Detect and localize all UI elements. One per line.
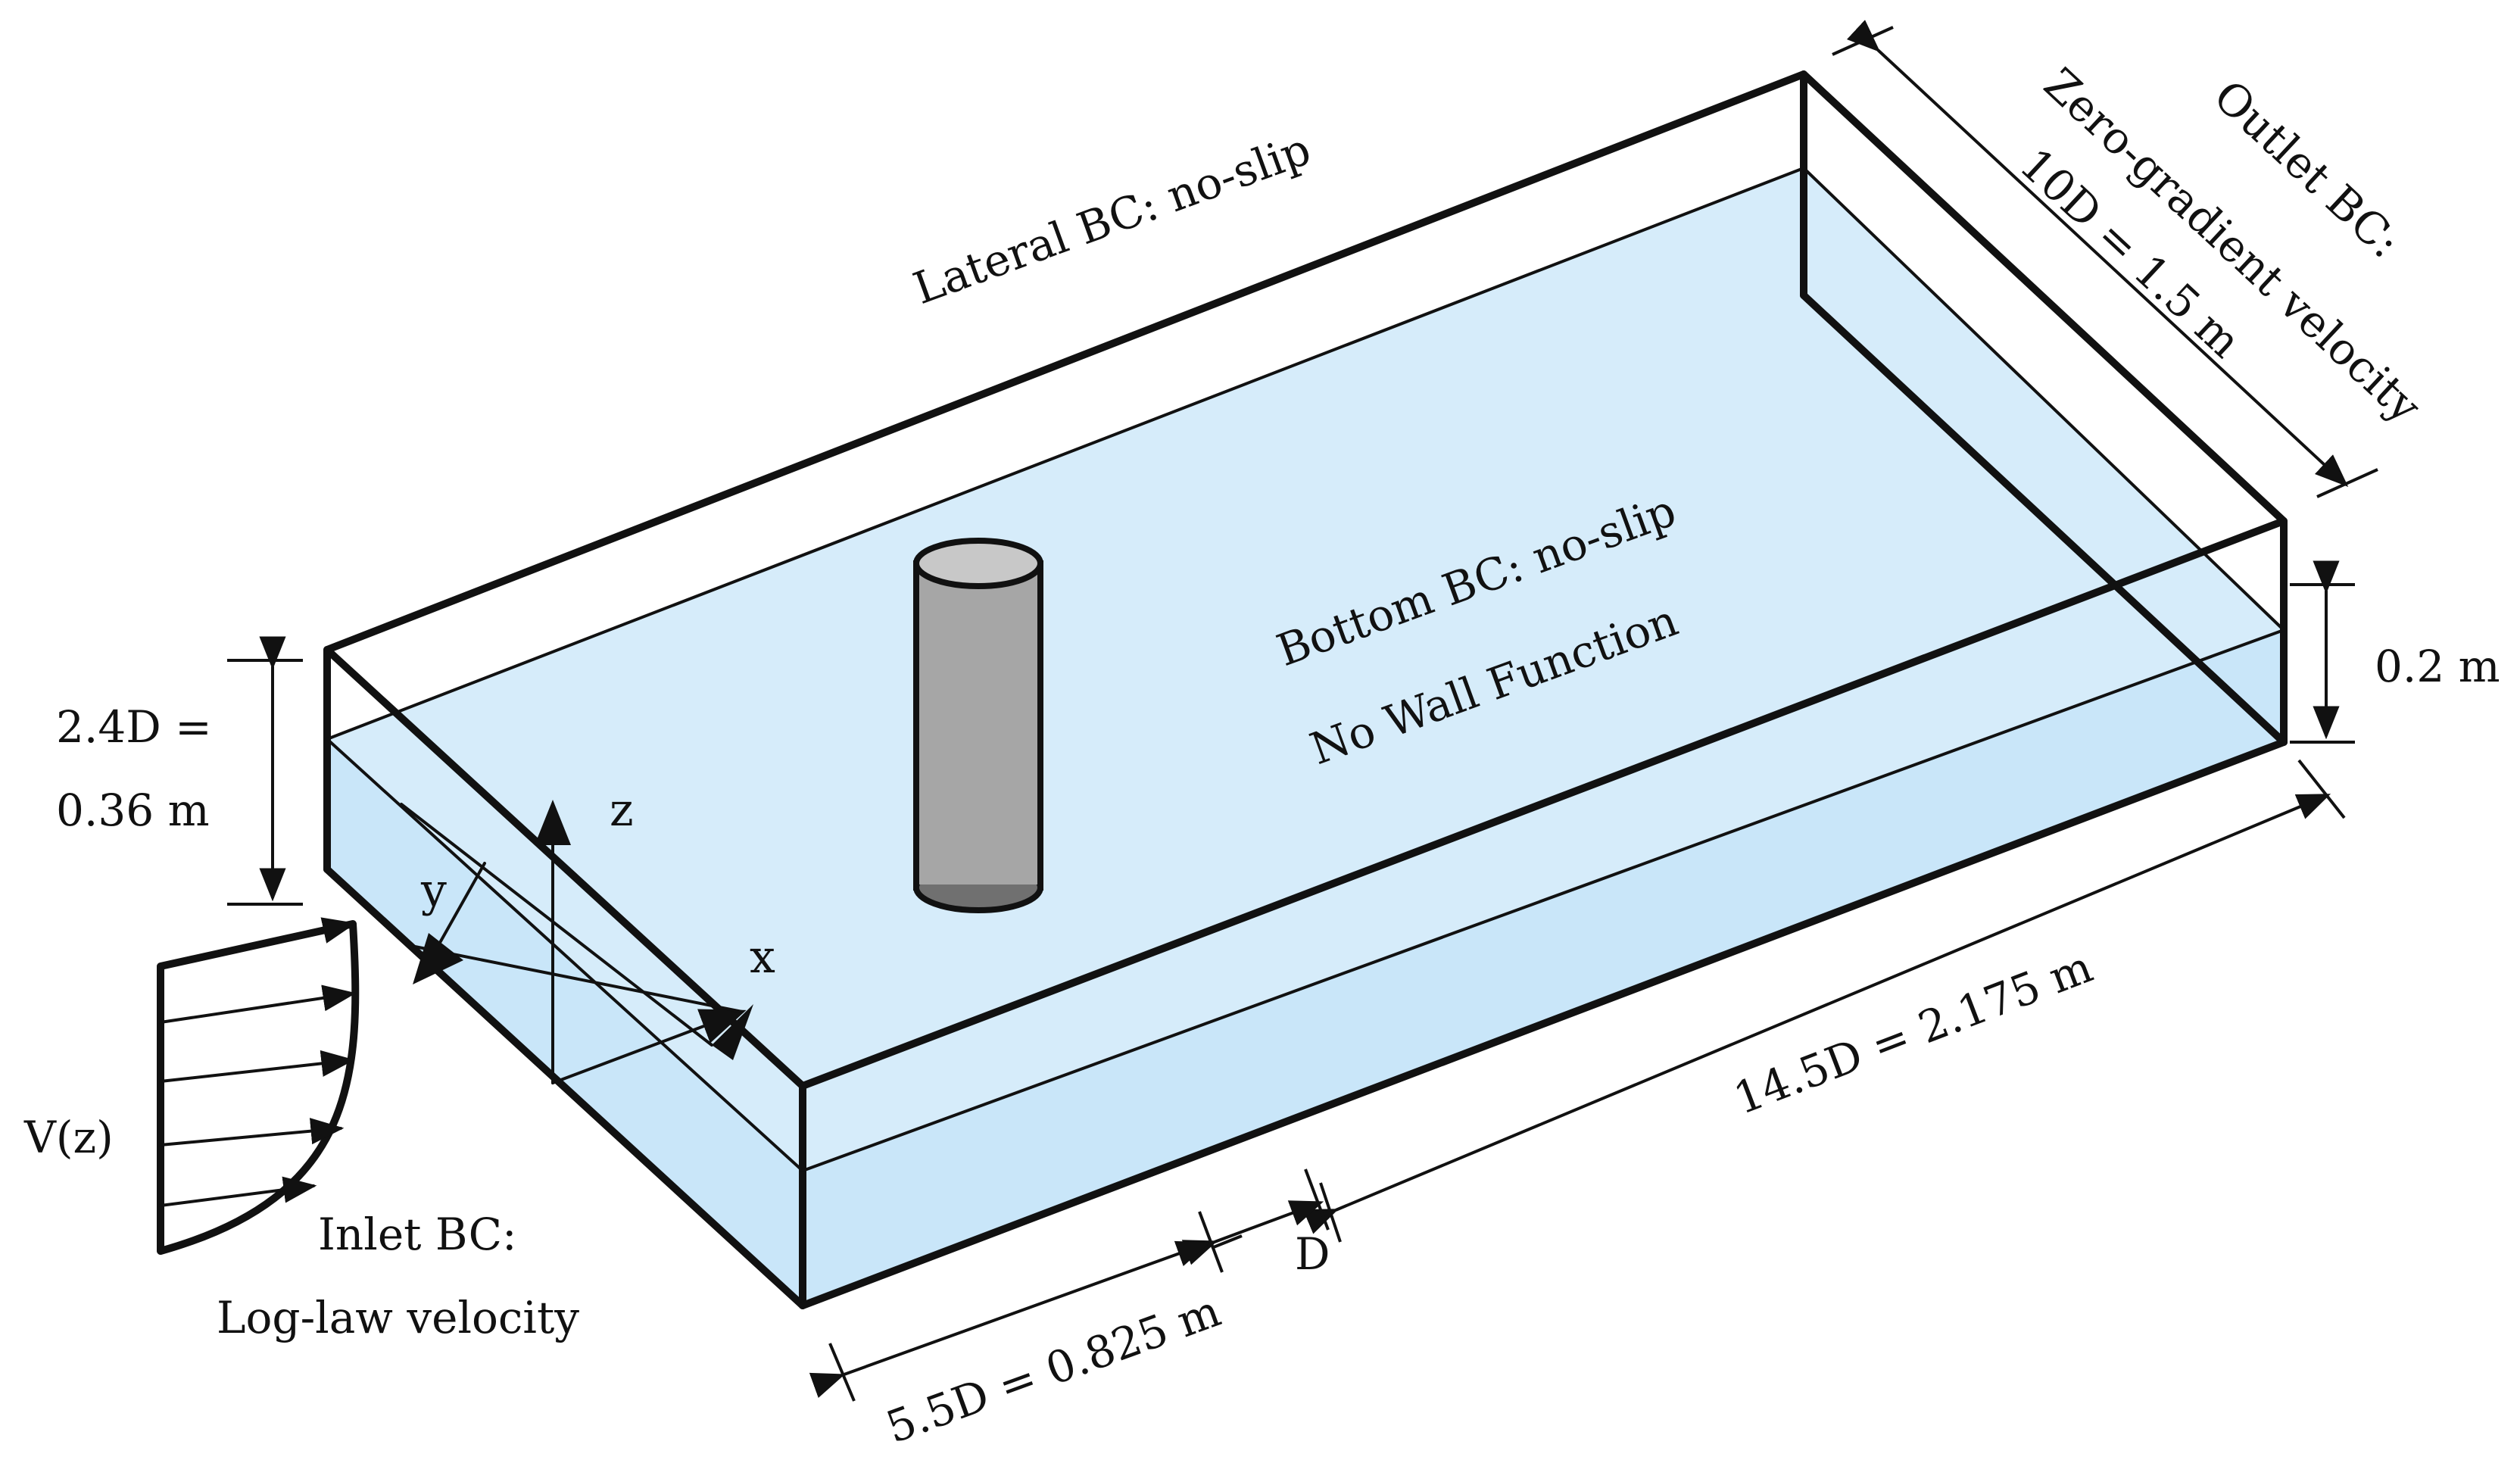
velocity-arrow: [159, 1176, 317, 1207]
inlet-bc-label-line2: Log-law velocity: [217, 1292, 579, 1343]
water-surface-line: [326, 738, 804, 1172]
pier-top: [913, 538, 1043, 589]
axis-baseline: [400, 803, 713, 1047]
pier-diameter-label: D: [1295, 1228, 1330, 1280]
coordinate-axes: z y x: [400, 784, 775, 1084]
velocity-arrow: [159, 1050, 355, 1083]
water-depth-label: 0.2 m: [2375, 641, 2500, 692]
velocity-profile-curve: [157, 920, 360, 1255]
water-left-face: [327, 739, 803, 1306]
flume-bottom-edge: [323, 866, 806, 1309]
velocity-arrow: [159, 984, 357, 1024]
velocity-arrow: [159, 1118, 345, 1147]
velocity-profile-label: V(z): [23, 1112, 114, 1163]
upstream-length-label: 5.5D = 0.825 m: [880, 1285, 1227, 1453]
velocity-arrow: [159, 917, 357, 968]
inlet-bc-label-line1: Inlet BC:: [318, 1209, 517, 1260]
x-axis: [551, 1009, 747, 1084]
inlet-height-label-line2: 0.36 m: [56, 785, 210, 836]
velocity-profile: V(z): [23, 917, 360, 1255]
pier-diameter-dimension: D: [1181, 1168, 1330, 1280]
inlet-height-label-line1: 2.4D =: [56, 701, 212, 753]
axis-y-label: y: [420, 864, 447, 917]
y-axis: [413, 945, 744, 1013]
axis-x-label: x: [750, 931, 775, 984]
water-depth-dimension: 0.2 m: [2290, 560, 2500, 744]
pier-cylinder: [913, 538, 1043, 913]
axis-z-label: z: [610, 784, 634, 837]
water-surface-line: [326, 167, 1805, 741]
inlet-height-dimension: 2.4D = 0.36 m: [56, 636, 303, 906]
